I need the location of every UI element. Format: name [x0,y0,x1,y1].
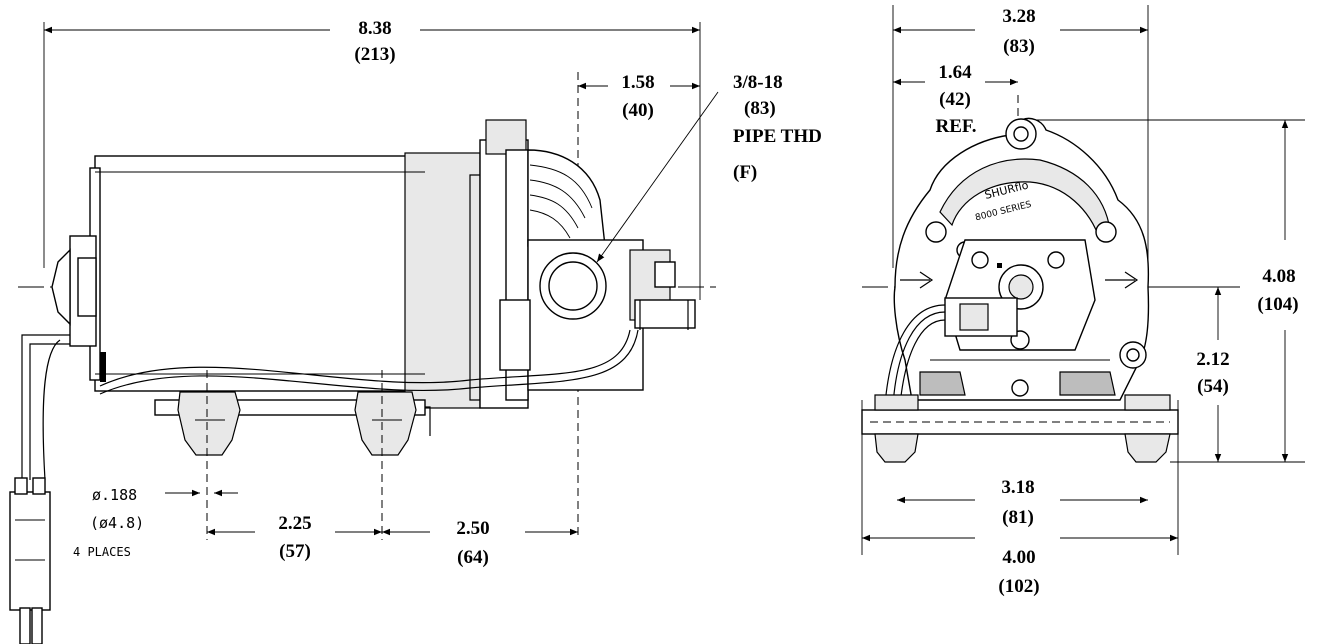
overall-length-mm: (213) [354,44,395,65]
port-to-mount-in: 2.50 [456,518,489,539]
hole-dia-mm: (ø4.8) [90,514,144,532]
mount-spacing-in: 2.25 [278,513,311,534]
front-view: SHURflo 8000 SERIES [861,5,1305,597]
port-offset-mm: (40) [622,100,654,121]
front-connector [884,297,1018,406]
base-width-in: 4.00 [1002,547,1035,568]
side-view: 8.38 (213) 1.58 (40) 3/8-18 (83) PIPE TH… [9,18,822,644]
port-height-in: 2.12 [1196,349,1229,370]
end-cap [51,235,106,382]
front-base [861,394,1179,463]
pump-head [499,149,696,391]
hole-dia-in: ø.188 [92,486,137,504]
thread-mm: (83) [744,98,776,119]
half-width-ref: REF. [935,116,976,137]
width-top-mm: (83) [1003,36,1035,57]
height-in: 4.08 [1262,266,1295,287]
height-mm: (104) [1257,294,1298,315]
mount-base [154,370,431,540]
port-to-mount-mm: (64) [457,547,489,568]
wire-harness [21,300,689,481]
hole-places: 4 PLACES [73,545,131,559]
front-mount-in: 3.18 [1001,477,1034,498]
thread-leader [596,91,719,263]
port-offset-in: 1.58 [621,72,654,93]
mount-spacing-mm: (57) [279,541,311,562]
front-pump-head: SHURflo 8000 SERIES [893,117,1150,401]
width-top-in: 3.28 [1002,6,1035,27]
connector-plug [9,477,51,644]
thread-type: PIPE THD [733,126,822,147]
thread-size: 3/8-18 [733,72,783,93]
motor-body [89,152,481,409]
base-width-mm: (102) [998,576,1039,597]
half-width-in: 1.64 [938,62,972,83]
front-mount-mm: (81) [1002,507,1034,528]
port-height-mm: (54) [1197,376,1229,397]
half-width-mm: (42) [939,89,971,110]
overall-length-in: 8.38 [358,18,391,39]
thread-gender: (F) [733,162,757,183]
